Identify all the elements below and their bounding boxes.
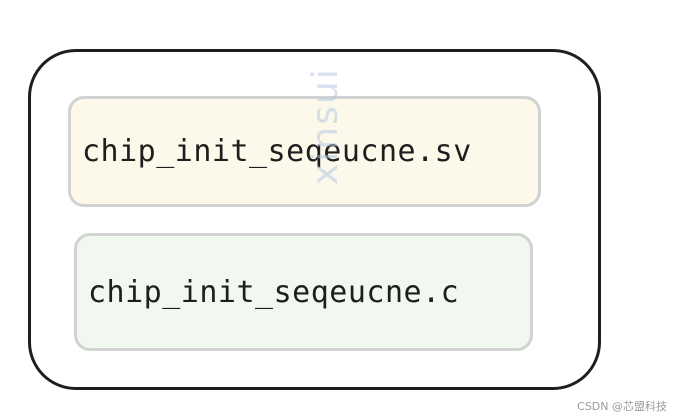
file-box-c: chip_init_seqeucne.c	[74, 233, 533, 351]
file-name-c: chip_init_seqeucne.c	[88, 274, 460, 310]
source-credit: CSDN @芯盟科技	[577, 400, 667, 413]
file-box-sv: chip_init_seqeucne.sv	[68, 96, 541, 207]
file-name-sv: chip_init_seqeucne.sv	[82, 134, 472, 169]
